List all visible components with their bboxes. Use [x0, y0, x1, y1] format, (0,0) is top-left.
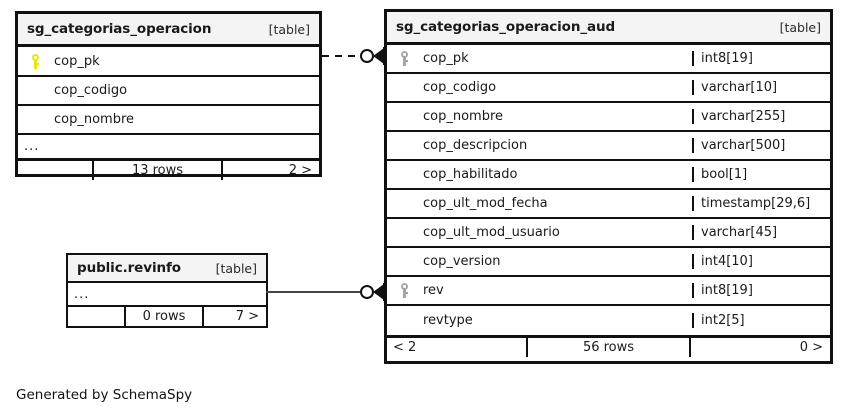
column-name-cell: cop_nombre [18, 112, 319, 127]
table-row[interactable]: cop_descripcion varchar[500] [387, 132, 830, 161]
column-name: cop_ult_mod_fecha [423, 196, 548, 211]
footer-next-link[interactable]: 7 > [235, 309, 259, 324]
table-title: public.revinfo [77, 260, 181, 276]
optional-marker-circle [360, 49, 374, 63]
column-type: varchar[255] [692, 109, 830, 124]
table-row[interactable]: cop_ult_mod_usuario varchar[45] [387, 219, 830, 248]
table-row[interactable]: cop_habilitado bool[1] [387, 161, 830, 190]
table-title: sg_categorias_operacion_aud [396, 19, 616, 35]
column-name: revtype [423, 313, 473, 328]
footer-prev-link[interactable]: < 2 [393, 340, 417, 355]
table-sg-categorias-operacion[interactable]: sg_categorias_operacion [table] cop_pk c… [15, 11, 322, 180]
column-name-cell: rev [387, 283, 692, 298]
column-type: int8[19] [692, 283, 830, 298]
column-name: cop_codigo [423, 80, 497, 95]
footer-next-link[interactable]: 0 > [799, 340, 823, 355]
column-name-cell: cop_ult_mod_fecha [387, 196, 692, 211]
table-row[interactable]: cop_codigo varchar[10] [387, 74, 830, 103]
table-row[interactable]: cop_codigo [18, 77, 319, 106]
table-footer: 13 rows 2 > [18, 158, 319, 180]
primary-key-icon [393, 51, 415, 66]
column-name: cop_descripcion [423, 138, 528, 153]
table-row[interactable]: cop_version int4[10] [387, 248, 830, 277]
crows-foot-marker [373, 284, 384, 300]
column-name: cop_version [423, 254, 501, 269]
column-name-cell: cop_pk [387, 51, 692, 66]
column-name-cell: revtype [387, 313, 692, 328]
footer-prev-link[interactable] [18, 161, 92, 180]
ellipsis-label: ... [24, 139, 40, 154]
table-type-tag: [table] [215, 260, 257, 276]
column-type: bool[1] [692, 167, 830, 182]
column-name-cell: ... [18, 139, 319, 154]
ellipsis-label: ... [74, 286, 90, 302]
column-name: cop_ult_mod_usuario [423, 225, 560, 240]
table-header: public.revinfo [table] [68, 255, 266, 283]
generated-by-caption: Generated by SchemaSpy [16, 387, 193, 403]
table-row[interactable]: rev int8[19] [387, 277, 830, 306]
table-header: sg_categorias_operacion_aud [table] [387, 12, 830, 45]
column-name-cell: cop_habilitado [387, 167, 692, 182]
column-name: cop_habilitado [423, 167, 518, 182]
table-row[interactable]: cop_nombre [18, 106, 319, 135]
column-name: cop_nombre [54, 112, 135, 127]
table-type-tag: [table] [268, 21, 310, 37]
column-name-cell: cop_codigo [18, 83, 319, 98]
table-row-more-columns[interactable]: ... [18, 135, 319, 158]
column-name-cell: cop_descripcion [387, 138, 692, 153]
table-footer: < 2 56 rows 0 > [387, 335, 830, 357]
column-type: int2[5] [692, 313, 830, 328]
column-name: cop_nombre [423, 109, 504, 124]
optional-marker-circle [360, 285, 374, 299]
column-type: varchar[45] [692, 225, 830, 240]
footer-prev-link[interactable] [68, 307, 124, 326]
table-footer: 0 rows 7 > [68, 305, 266, 326]
column-type: int4[10] [692, 254, 830, 269]
column-name-cell: cop_version [387, 254, 692, 269]
table-row[interactable]: cop_pk [18, 47, 319, 77]
table-header: sg_categorias_operacion [table] [18, 14, 319, 47]
column-name-cell: cop_nombre [387, 109, 692, 124]
column-type: timestamp[29,6] [692, 196, 830, 211]
column-name: rev [423, 283, 444, 298]
column-type: varchar[10] [692, 80, 830, 95]
primary-key-icon [24, 53, 46, 69]
primary-key-icon [393, 283, 415, 298]
table-type-tag: [table] [779, 19, 821, 35]
table-row[interactable]: cop_pk int8[19] [387, 45, 830, 74]
column-name-cell: cop_codigo [387, 80, 692, 95]
column-name: cop_pk [54, 53, 100, 69]
table-row[interactable]: revtype int2[5] [387, 306, 830, 335]
footer-row-count: 13 rows [92, 161, 223, 180]
footer-row-count: 0 rows [124, 307, 204, 326]
table-columns: ... [68, 283, 266, 305]
column-name: cop_pk [423, 51, 469, 66]
relationship-revinfo-rev[interactable] [266, 280, 390, 304]
footer-row-count: 56 rows [526, 338, 691, 357]
table-columns: cop_pk cop_codigo cop_nombre ... [18, 47, 319, 158]
column-type: varchar[500] [692, 138, 830, 153]
column-type: int8[19] [692, 51, 830, 66]
table-row[interactable]: cop_nombre varchar[255] [387, 103, 830, 132]
relationship-cop-pk[interactable] [320, 44, 390, 68]
table-row[interactable]: cop_ult_mod_fecha timestamp[29,6] [387, 190, 830, 219]
footer-next-link[interactable]: 2 > [288, 163, 312, 178]
column-name: cop_codigo [54, 83, 128, 98]
table-row-more-columns[interactable]: ... [68, 283, 266, 305]
crows-foot-marker [373, 48, 384, 64]
table-sg-categorias-operacion-aud[interactable]: sg_categorias_operacion_aud [table] cop_… [384, 9, 833, 364]
column-name-cell: cop_ult_mod_usuario [387, 225, 692, 240]
table-title: sg_categorias_operacion [27, 21, 212, 37]
column-name-cell: ... [68, 287, 266, 302]
table-columns: cop_pk int8[19] cop_codigo varchar[10] c… [387, 45, 830, 335]
table-public-revinfo[interactable]: public.revinfo [table] ... 0 rows 7 > [66, 253, 268, 328]
column-name-cell: cop_pk [18, 53, 319, 69]
